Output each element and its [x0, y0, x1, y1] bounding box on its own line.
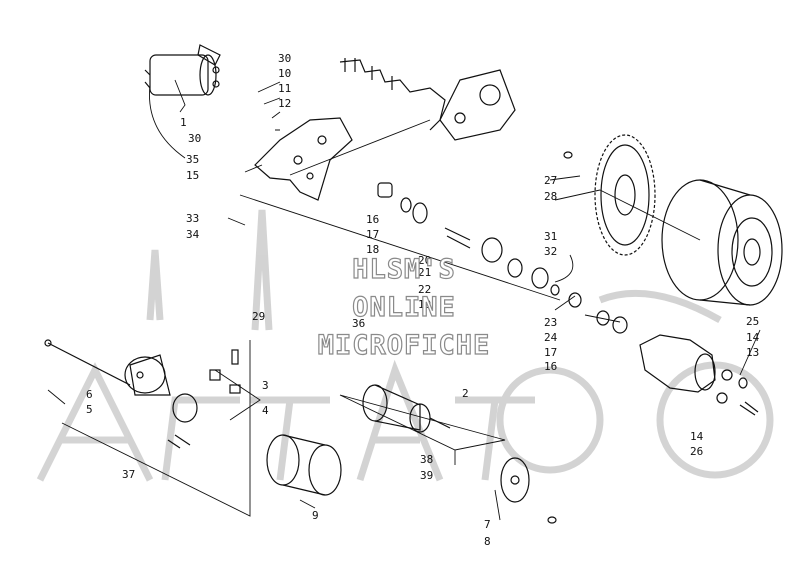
end-cap	[124, 354, 171, 396]
through-bolt	[44, 339, 131, 386]
armature	[362, 384, 451, 433]
starter-housing	[266, 434, 342, 496]
callout-38: 38	[420, 453, 433, 466]
callout-17: 17	[544, 346, 557, 359]
callout-28: 28	[544, 190, 557, 203]
callout-22: 22	[418, 283, 431, 296]
end-plate	[500, 457, 557, 524]
callout-17: 17	[366, 228, 379, 241]
callout-31: 31	[544, 230, 557, 243]
watermark-line-2: ONLINE	[352, 291, 456, 323]
callout-2: 2	[462, 387, 469, 400]
callout-24: 24	[544, 331, 558, 344]
callout-23: 23	[544, 316, 557, 329]
callout-34: 34	[186, 228, 200, 241]
callout-18: 18	[366, 243, 379, 256]
callout-1: 1	[180, 116, 187, 129]
drive-housing	[639, 334, 759, 416]
brush-holder	[167, 349, 241, 449]
callout-26: 26	[690, 445, 703, 458]
callout-25: 25	[746, 315, 759, 328]
callout-39: 39	[420, 469, 433, 482]
arctic-cat-logo	[36, 209, 774, 482]
engine-block	[339, 58, 516, 141]
callout-27: 27	[544, 174, 557, 187]
callout-30: 30	[188, 132, 201, 145]
leader-lines	[47, 79, 761, 521]
callout-4: 4	[262, 404, 269, 417]
callout-15: 15	[186, 169, 199, 182]
callout-8: 8	[484, 535, 491, 548]
callout-14: 14	[746, 331, 760, 344]
callout-16: 16	[366, 213, 379, 226]
callout-10: 10	[278, 67, 291, 80]
callout-32: 32	[544, 245, 557, 258]
drive-components	[377, 182, 628, 334]
callout-35: 35	[186, 153, 199, 166]
watermark-line-1: HLSM'S	[352, 253, 456, 285]
callout-33: 33	[186, 212, 199, 225]
callout-12: 12	[278, 97, 291, 110]
starter-bracket	[254, 117, 353, 201]
callout-7: 7	[484, 518, 491, 531]
callout-19: 19	[418, 298, 431, 311]
callout-13: 13	[746, 346, 759, 359]
callout-21: 21	[418, 266, 431, 279]
callout-5: 5	[86, 403, 93, 416]
callout-14: 14	[690, 430, 704, 443]
callout-9: 9	[312, 509, 319, 522]
callout-29: 29	[252, 310, 265, 323]
callout-20: 20	[418, 254, 431, 267]
callout-16: 16	[544, 360, 557, 373]
watermark-line-3: MICROFICHE	[317, 329, 491, 361]
callout-30: 30	[278, 52, 291, 65]
callout-6: 6	[86, 388, 93, 401]
callout-labels: 3010111213035153334161718202122193132272…	[86, 52, 760, 548]
sprocket	[563, 134, 656, 256]
callout-36: 36	[352, 317, 365, 330]
callout-3: 3	[262, 379, 269, 392]
solenoid	[144, 44, 221, 96]
callout-37: 37	[122, 468, 135, 481]
clutch-drum	[661, 179, 783, 306]
callout-11: 11	[278, 82, 291, 95]
